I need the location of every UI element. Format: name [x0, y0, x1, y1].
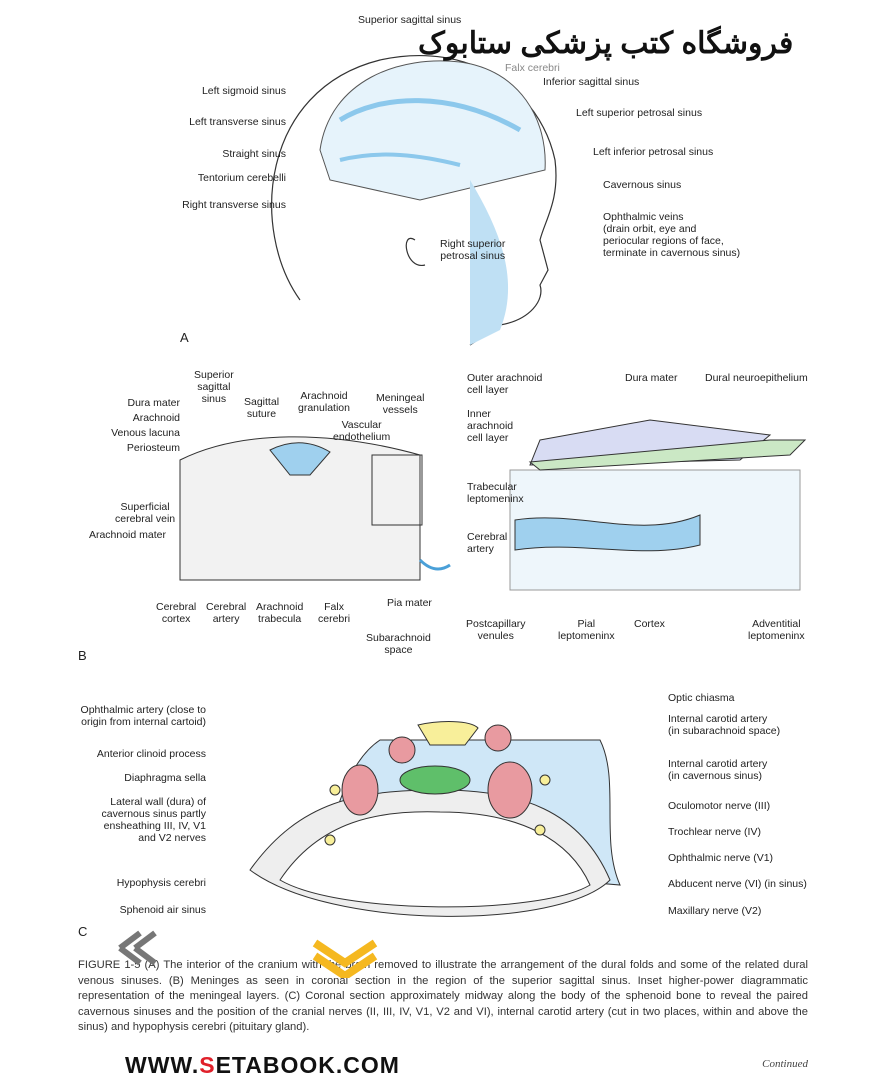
url-part: ETABOOK.COM	[215, 1052, 400, 1078]
label: Abducent nerve (VI) (in sinus)	[668, 878, 807, 890]
label: Arachnoid	[132, 412, 180, 424]
panel-b-letter: B	[78, 648, 87, 663]
label: Inferior sagittal sinus	[543, 76, 640, 88]
label: Trochlear nerve (IV)	[668, 826, 761, 838]
label: Diaphragma sella	[124, 772, 206, 784]
label: Cerebral artery	[206, 601, 247, 625]
label: Dura mater	[127, 397, 180, 409]
url-part: S	[199, 1052, 216, 1078]
label: Lateral wall (dura) of cavernous sinus p…	[101, 796, 206, 844]
label: Dural neuroepithelium	[705, 372, 808, 384]
url-part: WWW.	[125, 1052, 200, 1078]
label: Pia mater	[387, 597, 432, 609]
label: Inner arachnoid cell layer	[467, 408, 514, 444]
label: Arachnoid granulation	[298, 390, 350, 414]
label: Superior sagittal sinus	[194, 369, 234, 405]
label: Tentorium cerebelli	[197, 172, 286, 184]
label: Cerebral artery	[467, 531, 508, 555]
continued-note: Continued	[762, 1058, 808, 1070]
label: Left superior petrosal sinus	[576, 107, 703, 119]
label: Internal carotid artery (in cavernous si…	[668, 758, 768, 782]
figure-caption: FIGURE 1-5 (A) The interior of the crani…	[78, 959, 808, 1033]
label: Hypophysis cerebri	[116, 877, 206, 889]
label: Arachnoid trabecula	[256, 601, 304, 625]
panel-c-drawing	[249, 721, 621, 917]
label: Oculomotor nerve (III)	[668, 800, 771, 812]
label: Ophthalmic veins (drain orbit, eye and p…	[603, 211, 741, 259]
panel-a-head-drawing	[271, 55, 557, 346]
watermark-persian: فروشگاه کتب پزشکی ستابوک	[418, 27, 794, 60]
panel-b-drawing	[179, 419, 807, 591]
label: Superior sagittal sinus	[358, 14, 462, 26]
panel-c-letter: C	[78, 924, 88, 939]
label: Venous lacuna	[111, 427, 180, 439]
label: Right transverse sinus	[182, 199, 286, 211]
label: Left inferior petrosal sinus	[593, 146, 714, 158]
label: Arachnoid mater	[88, 529, 166, 541]
watermark-url: WWW.SETABOOK.COM	[125, 1052, 400, 1078]
label: Subarachnoid space	[366, 632, 431, 656]
label: Outer arachnoid cell layer	[467, 372, 543, 396]
label: Postcapillary venules	[466, 618, 526, 642]
label: Superficial cerebral vein	[115, 501, 176, 525]
label: Cavernous sinus	[603, 179, 682, 191]
label: Right superior petrosal sinus	[440, 238, 506, 262]
label: Trabecular leptomeninx	[467, 481, 524, 505]
setabook-logo-icon	[118, 930, 378, 978]
label: Cerebral cortex	[156, 601, 197, 625]
label: Maxillary nerve (V2)	[668, 905, 762, 917]
panel-a-letter: A	[180, 330, 189, 345]
label: Falx cerebri	[505, 62, 560, 74]
label: Ophthalmic artery (close to origin from …	[80, 704, 206, 728]
label: Falx cerebri	[318, 601, 351, 625]
label: Left sigmoid sinus	[201, 85, 286, 97]
label: Anterior clinoid process	[96, 748, 206, 760]
label: Dura mater	[625, 372, 678, 384]
label: Optic chiasma	[668, 692, 735, 704]
label: Periosteum	[126, 442, 180, 454]
label: Vascular endothelium	[333, 419, 391, 443]
label: Sagittal suture	[244, 396, 280, 420]
label: Cortex	[634, 618, 665, 630]
label: Ophthalmic nerve (V1)	[668, 852, 774, 864]
label: Adventitial leptomeninx	[748, 618, 805, 642]
label: Pial leptomeninx	[558, 618, 615, 642]
label: Internal carotid artery (in subarachnoid…	[668, 713, 781, 737]
label: Straight sinus	[222, 148, 286, 160]
label: Left transverse sinus	[189, 116, 286, 128]
label: Sphenoid air sinus	[119, 904, 206, 916]
label: Meningeal vessels	[376, 392, 425, 416]
